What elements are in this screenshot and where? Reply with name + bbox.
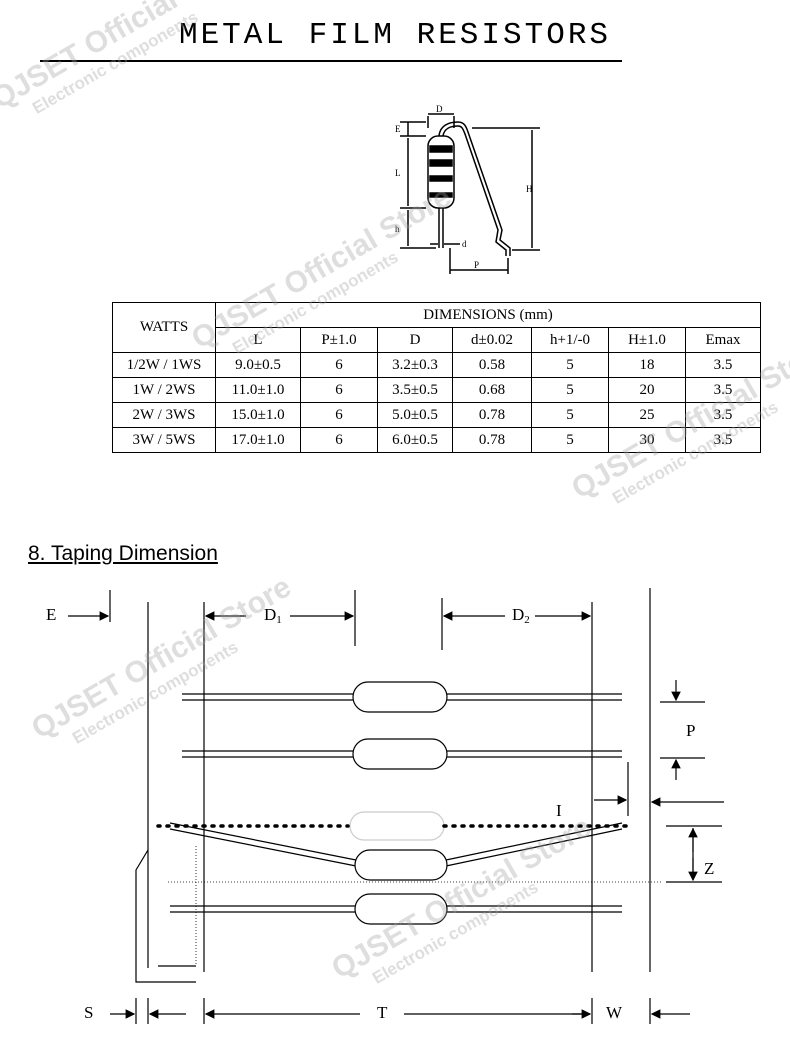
table-cell: 3.5±0.5 bbox=[377, 377, 453, 403]
watts-cell: 3W / 5WS bbox=[112, 427, 216, 453]
table-cell: 0.58 bbox=[452, 352, 532, 378]
label-h: h bbox=[395, 224, 400, 234]
table-cell: 3.5 bbox=[685, 427, 761, 453]
label-I: I bbox=[556, 801, 562, 820]
table-cell: 30 bbox=[608, 427, 686, 453]
dimensions-table: WATTS DIMENSIONS (mm) L P±1.0 D d±0.02 h… bbox=[112, 302, 761, 453]
label-E-taping: E bbox=[46, 605, 56, 624]
table-cell: 6 bbox=[300, 427, 378, 453]
table-cell: 0.78 bbox=[452, 402, 532, 428]
table-cell: 0.78 bbox=[452, 427, 532, 453]
table-cell: 11.0±1.0 bbox=[215, 377, 301, 403]
table-cell: 25 bbox=[608, 402, 686, 428]
column-header: d±0.02 bbox=[452, 327, 532, 353]
label-D: D bbox=[436, 104, 443, 114]
table-cell: 20 bbox=[608, 377, 686, 403]
section-title: 8. Taping Dimension bbox=[28, 542, 218, 565]
table-cell: 18 bbox=[608, 352, 686, 378]
column-header: L bbox=[215, 327, 301, 353]
table-cell: 3.2±0.3 bbox=[377, 352, 453, 378]
table-cell: 6 bbox=[300, 377, 378, 403]
label-d: d bbox=[462, 239, 467, 249]
table-cell: 15.0±1.0 bbox=[215, 402, 301, 428]
table-cell: 17.0±1.0 bbox=[215, 427, 301, 453]
title-underline bbox=[40, 60, 622, 62]
label-T: T bbox=[377, 1003, 388, 1022]
label-W: W bbox=[606, 1003, 623, 1022]
table-cell: 3.5 bbox=[685, 352, 761, 378]
label-H: H bbox=[526, 184, 533, 194]
column-header: h+1/-0 bbox=[531, 327, 609, 353]
column-header: D bbox=[377, 327, 453, 353]
label-P-taping: P bbox=[686, 721, 695, 740]
table-row: 1W / 2WS 11.0±1.0 6 3.5±0.5 0.68 5 20 3.… bbox=[112, 377, 761, 403]
table-cell: 3.5 bbox=[685, 402, 761, 428]
watts-cell: 1/2W / 1WS bbox=[112, 352, 216, 378]
watts-cell: 1W / 2WS bbox=[112, 377, 216, 403]
table-cell: 6 bbox=[300, 352, 378, 378]
table-cell: 5.0±0.5 bbox=[377, 402, 453, 428]
column-header: P±1.0 bbox=[300, 327, 378, 353]
label-S: S bbox=[84, 1003, 93, 1022]
table-cell: 3.5 bbox=[685, 377, 761, 403]
label-D1: D1 bbox=[264, 605, 282, 626]
table-cell: 5 bbox=[531, 427, 609, 453]
table-cell: 0.68 bbox=[452, 377, 532, 403]
table-cell: 9.0±0.5 bbox=[215, 352, 301, 378]
table-cell: 5 bbox=[531, 377, 609, 403]
table-row: 2W / 3WS 15.0±1.0 6 5.0±0.5 0.78 5 25 3.… bbox=[112, 402, 761, 428]
page-title: METAL FILM RESISTORS bbox=[178, 18, 612, 53]
table-row: 3W / 5WS 17.0±1.0 6 6.0±0.5 0.78 5 30 3.… bbox=[112, 427, 761, 453]
resistor-dimension-diagram: D E L H h d P bbox=[395, 104, 540, 274]
label-D2: D2 bbox=[512, 605, 530, 626]
watts-header: WATTS bbox=[112, 302, 216, 353]
table-cell: 6.0±0.5 bbox=[377, 427, 453, 453]
table-cell: 6 bbox=[300, 402, 378, 428]
label-L: L bbox=[395, 168, 401, 178]
column-header: Emax bbox=[685, 327, 761, 353]
watts-cell: 2W / 3WS bbox=[112, 402, 216, 428]
table-cell: 5 bbox=[531, 402, 609, 428]
taping-dimension-diagram: E D1 D2 P I Z S T W bbox=[46, 588, 724, 1024]
column-header: H±1.0 bbox=[608, 327, 686, 353]
label-Z: Z bbox=[704, 859, 714, 878]
table-row: 1/2W / 1WS 9.0±0.5 6 3.2±0.3 0.58 5 18 3… bbox=[112, 352, 761, 378]
label-P: P bbox=[474, 260, 479, 270]
label-E: E bbox=[395, 124, 401, 134]
dimensions-header: DIMENSIONS (mm) bbox=[215, 302, 761, 328]
table-cell: 5 bbox=[531, 352, 609, 378]
